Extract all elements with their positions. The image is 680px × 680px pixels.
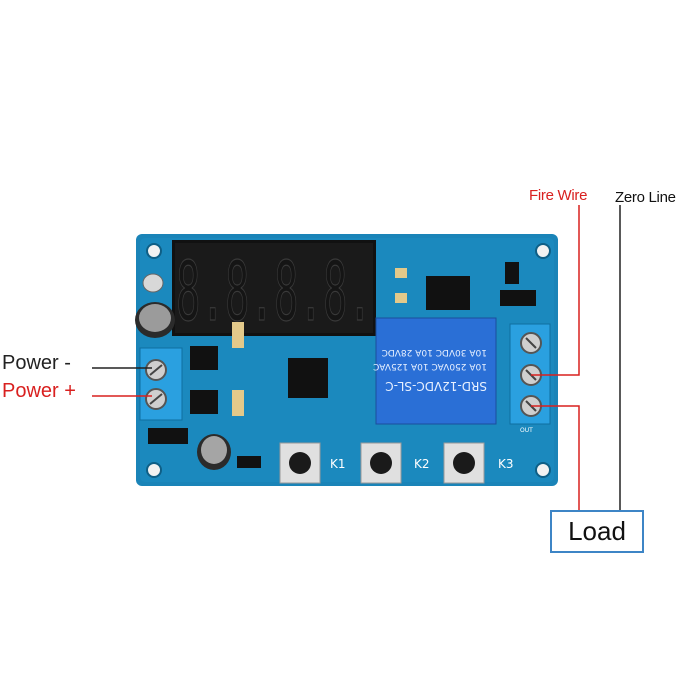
wire-load	[531, 405, 580, 510]
button-label-k2: K2	[414, 457, 430, 471]
label-zero-line: Zero Line	[615, 189, 676, 206]
output-terminal-block: OUT	[509, 323, 551, 434]
relay-rating-ac: 10A 250VAC 10A 125VAC	[373, 361, 487, 371]
label-fire-wire: Fire Wire	[529, 187, 588, 204]
led-display: 8.8.8.8.	[172, 240, 376, 341]
capacitor-top	[135, 273, 175, 338]
button-label-k3: K3	[498, 457, 514, 471]
mounting-holes	[146, 243, 551, 478]
load-label: Load	[568, 516, 626, 546]
display-digits: 8.8.8.8.	[176, 245, 372, 340]
relay-module: SRD-12VDC-SL-C 10A 250VAC 10A 125VAC 10A…	[373, 317, 497, 425]
relay-model: SRD-12VDC-SL-C	[385, 379, 487, 393]
push-button-k1: K1	[279, 442, 346, 484]
power-terminal-block	[139, 347, 183, 421]
smd-components	[148, 262, 536, 468]
label-power-plus: Power +	[2, 380, 76, 402]
load-box: Load	[550, 510, 644, 553]
wire-fire	[531, 205, 580, 376]
label-power-minus: Power -	[2, 352, 71, 374]
push-button-k2: K2	[360, 442, 430, 484]
capacitor-bottom	[197, 434, 231, 470]
button-label-k1: K1	[330, 457, 346, 471]
relay-rating-dc: 10A 30VDC 10A 28VDC	[382, 347, 487, 357]
push-button-k3: K3	[443, 442, 514, 484]
out-label: OUT	[520, 427, 533, 434]
